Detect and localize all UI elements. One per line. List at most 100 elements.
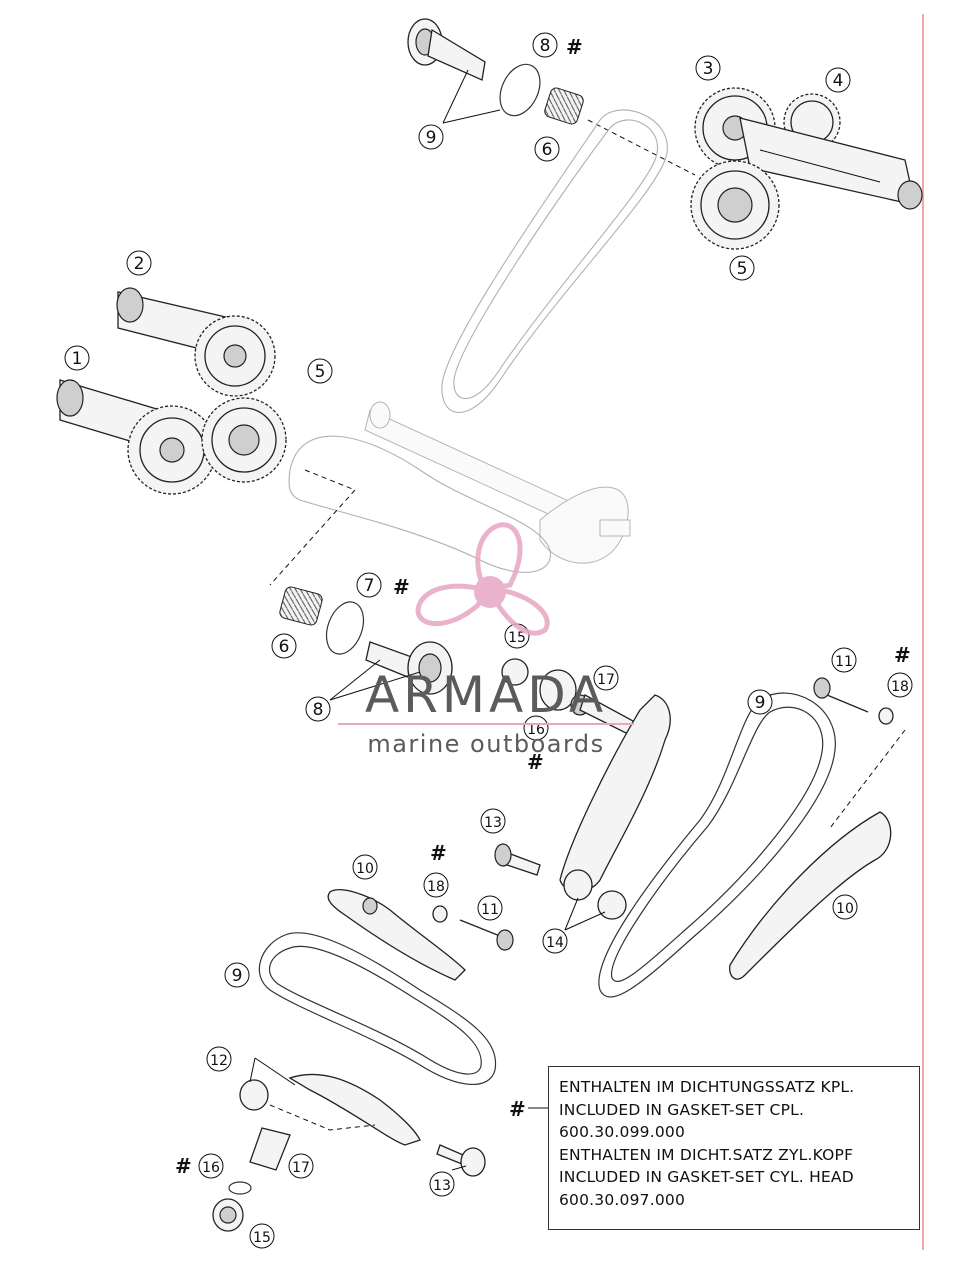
svg-text:13: 13 <box>484 815 502 831</box>
svg-text:2: 2 <box>134 254 145 274</box>
callout-10-right: 10 <box>832 894 858 920</box>
svg-text:8: 8 <box>313 700 324 720</box>
callout-12: 12 <box>206 1046 232 1072</box>
svg-text:10: 10 <box>356 861 374 877</box>
svg-text:15: 15 <box>508 630 526 646</box>
callout-6-top: 6 <box>534 136 560 162</box>
svg-text:10: 10 <box>836 901 854 917</box>
svg-text:15: 15 <box>253 1230 271 1246</box>
svg-text:18: 18 <box>891 679 909 695</box>
callout-5-upper: 5 <box>729 255 755 281</box>
svg-text:13: 13 <box>433 1178 451 1194</box>
watermark-tagline: marine outboards <box>367 730 604 758</box>
svg-text:#: # <box>527 750 544 774</box>
gear-5-left <box>201 397 287 483</box>
needle-bearing-6-lower <box>279 586 323 626</box>
needle-bearing-6-upper <box>544 87 584 125</box>
callout-1: 1 <box>64 345 90 371</box>
svg-text:11: 11 <box>835 654 853 670</box>
note-line: 600.30.097.000 <box>559 1190 686 1209</box>
bushing-12 <box>239 1079 269 1111</box>
svg-text:6: 6 <box>279 637 290 657</box>
o-ring-7-lower <box>325 601 365 655</box>
svg-text:9: 9 <box>755 693 766 713</box>
callout-13-lower: 13 <box>429 1171 455 1197</box>
upper-timing-chain <box>441 109 668 413</box>
gear-1 <box>127 405 217 495</box>
callout-7-lower: 7 <box>356 572 382 598</box>
svg-text:9: 9 <box>232 966 243 986</box>
callout-11-left: 11 <box>477 895 503 921</box>
svg-text:1: 1 <box>72 349 83 369</box>
crankshaft <box>364 401 631 564</box>
callout-18-left: 18 <box>423 872 449 898</box>
callout-15-lower: 15 <box>249 1223 275 1249</box>
bolt-13-lower <box>460 1147 486 1177</box>
gear-5-upper <box>690 160 780 250</box>
callout-2: 2 <box>126 250 152 276</box>
timing-chain-9-left <box>258 932 497 1085</box>
svg-text:3: 3 <box>703 59 714 79</box>
callout-9-right: 9 <box>747 689 773 715</box>
svg-text:16: 16 <box>527 722 545 738</box>
svg-text:18: 18 <box>427 879 445 895</box>
callout-6-lower: 6 <box>271 633 297 659</box>
bearing-journal-upper <box>407 18 696 176</box>
svg-text:#: # <box>393 575 410 599</box>
o-ring-7-upper <box>499 63 541 117</box>
rear-cylinder-camshafts <box>690 87 923 250</box>
svg-text:14: 14 <box>546 935 564 951</box>
guide-rail-10-right <box>729 811 892 980</box>
plug-parts-lower <box>212 1127 291 1232</box>
seal-16 <box>228 1181 252 1195</box>
gear-2 <box>194 315 276 397</box>
middle-timing-chain <box>288 435 551 573</box>
note-line: 600.30.099.000 <box>559 1123 686 1142</box>
callout-16-lower: 16 <box>198 1153 224 1179</box>
callout-18-right: 18 <box>887 672 913 698</box>
callout-labels: 8 3 4 9 6 5 2 1 5 7 6 15 17 8 16 11 18 9… <box>64 32 913 1249</box>
watermark-brand: ARMADA <box>365 666 607 724</box>
svg-text:17: 17 <box>292 1160 310 1176</box>
washer-18-right <box>878 707 894 725</box>
callout-3: 3 <box>695 55 721 81</box>
bolt-11-left <box>496 929 514 951</box>
callout-7-top: 8 <box>532 32 558 58</box>
tensioner-rail-14 <box>559 694 671 892</box>
svg-text:#: # <box>566 35 583 59</box>
bolt-11-right <box>813 677 831 699</box>
timing-chain-9-right <box>598 692 836 998</box>
callout-9-left: 9 <box>224 962 250 988</box>
leader-lines <box>249 69 606 1171</box>
page-edge-line <box>922 14 924 1250</box>
svg-text:12: 12 <box>210 1053 228 1069</box>
svg-text:9: 9 <box>426 128 437 148</box>
callout-11-right: 11 <box>831 647 857 673</box>
callout-17-mid: 17 <box>593 665 619 691</box>
guide-rail-10-left <box>327 889 466 981</box>
plug-parts-middle <box>501 658 636 736</box>
plunger-17 <box>249 1127 291 1171</box>
bearing-journal-lower <box>279 586 453 695</box>
note-line: INCLUDED IN GASKET-SET CPL. <box>559 1100 805 1119</box>
svg-text:5: 5 <box>315 362 326 382</box>
svg-text:#: # <box>430 841 447 865</box>
callout-10-left: 10 <box>352 854 378 880</box>
svg-text:5: 5 <box>737 259 748 279</box>
front-cylinder-camshafts <box>56 287 287 495</box>
svg-text:#: # <box>175 1154 192 1178</box>
callout-17-lower: 17 <box>288 1153 314 1179</box>
svg-text:16: 16 <box>202 1160 220 1176</box>
svg-text:8: 8 <box>540 36 551 56</box>
callout-5-left: 5 <box>307 358 333 384</box>
note-line: ENTHALTEN IM DICHTUNGSSATZ KPL. <box>559 1078 855 1096</box>
propeller-icon <box>415 522 550 636</box>
svg-text:#: # <box>509 1097 526 1121</box>
note-line: ENTHALTEN IM DICHT.SATZ ZYL.KOPF <box>559 1145 854 1164</box>
washer-18-left <box>432 905 448 923</box>
camshaft-upper-end <box>897 180 923 210</box>
hash-marks: # # # # # # # <box>175 35 911 1178</box>
watermark: ARMADA marine outboards <box>338 522 634 758</box>
callout-16-mid: 16 <box>523 715 549 741</box>
